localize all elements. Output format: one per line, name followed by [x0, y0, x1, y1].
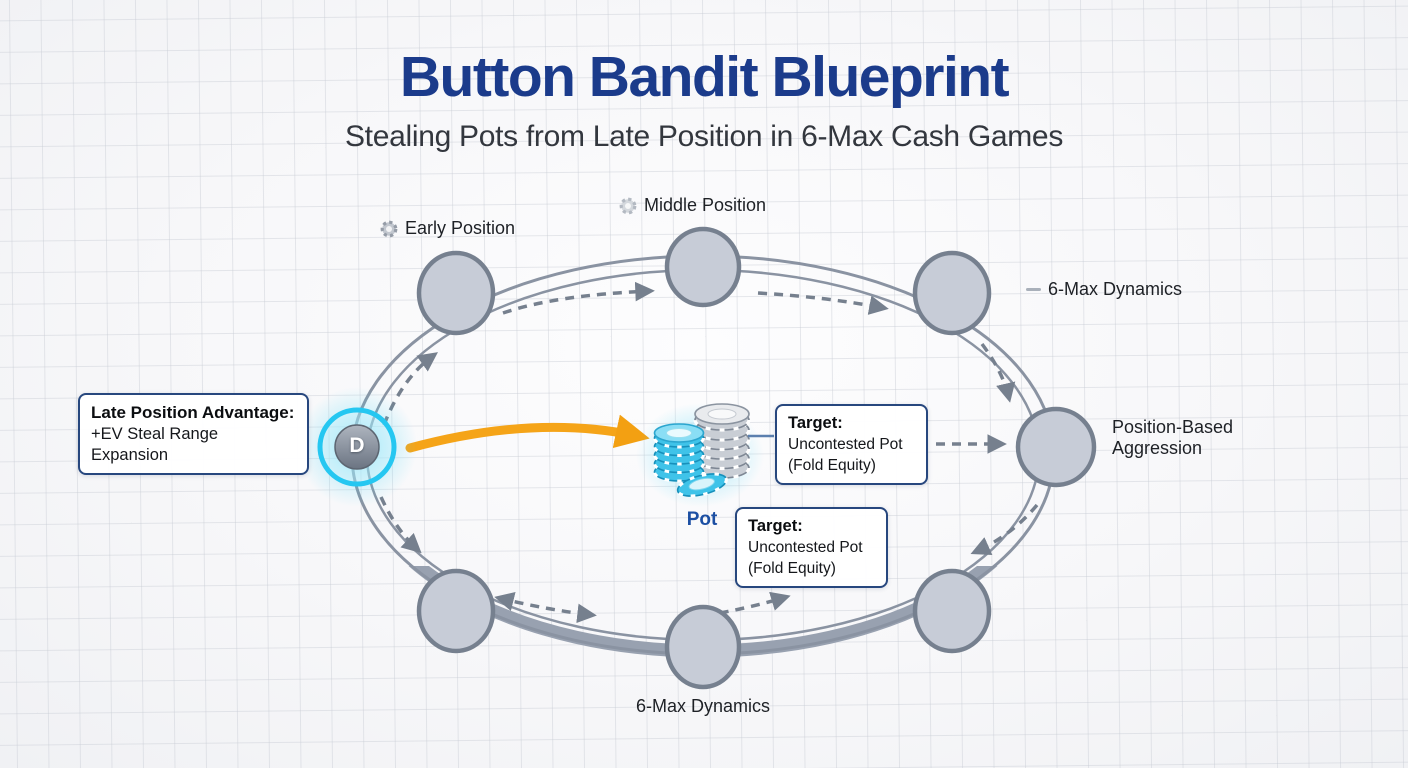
flow-arrow-right-to-bottom-right — [970, 503, 1039, 555]
label-middle-position: Middle Position — [619, 195, 766, 216]
seat-early-position — [416, 250, 496, 336]
steal-arrow — [405, 414, 650, 453]
label-early-position: Early Position — [380, 218, 515, 239]
target-lower-line1: Uncontested Pot — [748, 539, 863, 556]
flow-arrow-bottom-center-bottom-right — [683, 591, 791, 626]
label-right-dynamics: 6-Max Dynamics — [1026, 279, 1182, 300]
seat-bottom-right — [912, 568, 992, 654]
flow-arrow-bottom-left-bottom-center — [494, 591, 597, 624]
seat-top-right — [912, 250, 992, 336]
label-position-aggression: Position-Based Aggression — [1112, 417, 1234, 458]
chip-stack-cyan — [653, 423, 705, 483]
target-lower-title: Target: — [748, 517, 803, 535]
late-position-body: +EV Steal Range Expansion — [91, 425, 219, 464]
seat-bottom-center — [664, 604, 742, 690]
seat-right — [1015, 406, 1097, 488]
page-subtitle: Stealing Pots from Late Position in 6-Ma… — [344, 120, 1064, 153]
poker-chip-icon — [380, 220, 398, 237]
flow-arrow-top-center-to-top-right — [757, 291, 889, 315]
dealer-button-label: D — [349, 434, 365, 457]
dealer-disc — [334, 424, 380, 470]
late-position-title: Late Position Advantage: — [91, 403, 295, 422]
callout-late-position-advantage: Late Position Advantage: +EV Steal Range… — [78, 393, 309, 475]
callout-target-upper: Target: Uncontested Pot (Fold Equity) — [775, 404, 928, 485]
target-upper-title: Target: — [788, 414, 843, 432]
seat-middle-position — [664, 226, 742, 308]
leaning-chip — [676, 472, 728, 498]
callout-target-lower: Target: Uncontested Pot (Fold Equity) — [735, 507, 888, 588]
seat-bottom-left — [416, 568, 496, 654]
target-upper-line1: Uncontested Pot — [788, 436, 903, 453]
right-dynamics-text: 6-Max Dynamics — [1048, 279, 1183, 299]
target-lower-line2: (Fold Equity) — [748, 560, 836, 577]
flow-arrow-dealer-to-bottom-left — [379, 496, 422, 554]
dealer-button — [297, 387, 417, 507]
legend-dash-icon — [1026, 288, 1041, 291]
flow-arrow-top-right-to-right — [980, 342, 1016, 403]
early-position-text: Early Position — [405, 218, 516, 238]
middle-position-text: Middle Position — [644, 195, 767, 215]
page-title: Button Bandit Blueprint — [399, 45, 1010, 109]
pot-chips — [636, 403, 764, 507]
seats — [416, 226, 1097, 690]
label-bottom-dynamics: 6-Max Dynamics — [635, 696, 771, 716]
flow-arrows — [379, 281, 1039, 626]
pot-label: Pot — [686, 509, 718, 530]
flow-arrow-top-left-to-top-center — [502, 281, 655, 315]
poker-chip-icon — [619, 197, 637, 214]
target-upper-line2: (Fold Equity) — [788, 457, 876, 474]
